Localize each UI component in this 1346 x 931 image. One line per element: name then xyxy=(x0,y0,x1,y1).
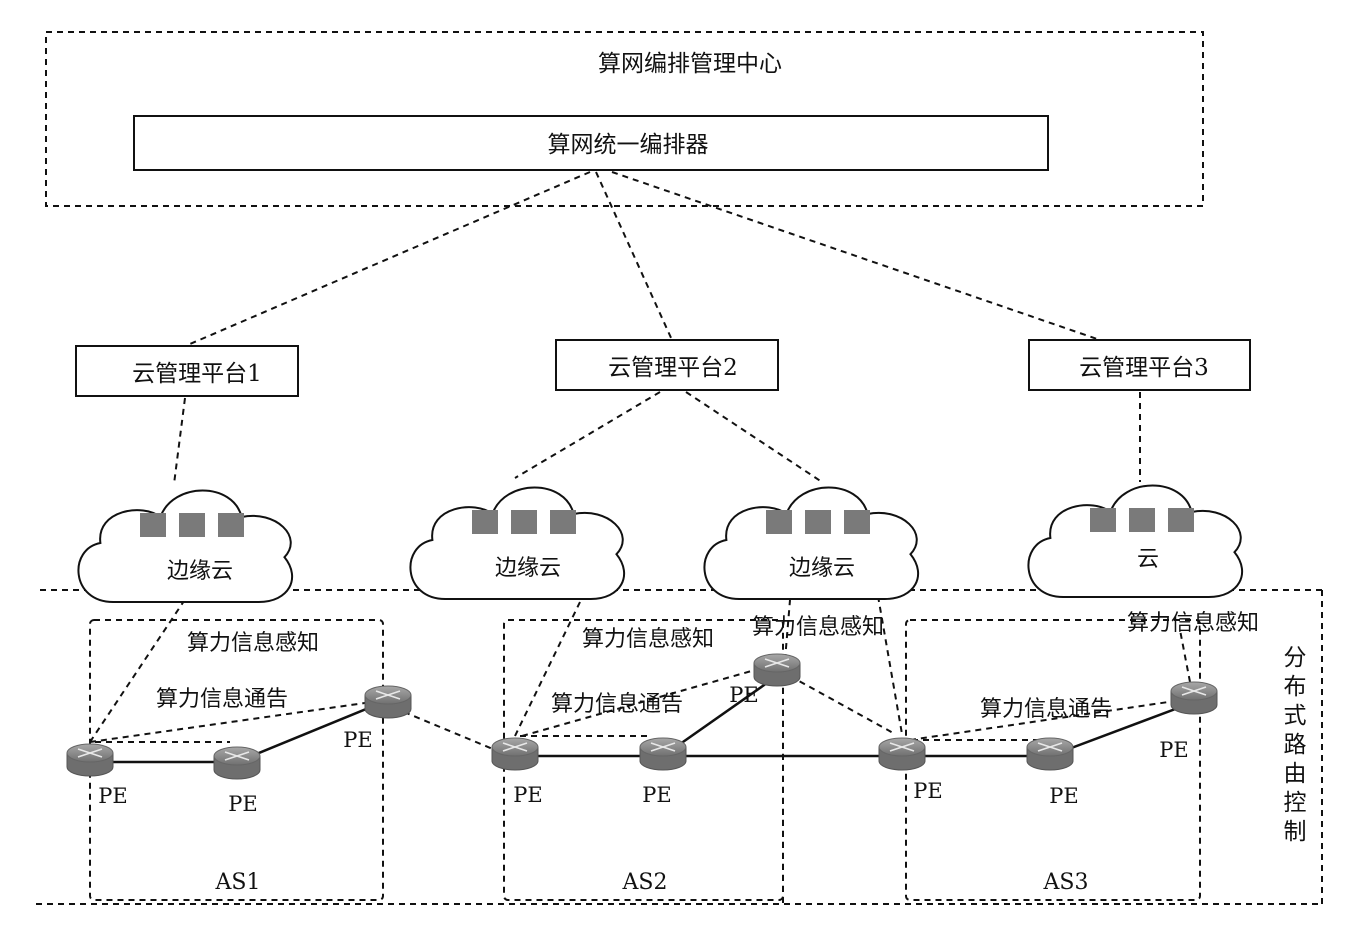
pe-router-8: PE xyxy=(1026,737,1079,808)
cloud-label: 边缘云 xyxy=(789,556,855,581)
server-block xyxy=(1168,508,1194,532)
server-block xyxy=(1129,508,1155,532)
router-label: PE xyxy=(228,792,257,816)
routing-domain-label-char: 控 xyxy=(1284,790,1307,816)
management-center-title: 算网编排管理中心 xyxy=(598,51,782,77)
router-label: PE xyxy=(98,784,127,808)
pe-router-9: PE xyxy=(1159,681,1218,762)
orchestrator-links xyxy=(189,171,1101,345)
router-label: PE xyxy=(513,783,542,807)
cloud-shape xyxy=(1027,484,1244,598)
router-arrows-icon xyxy=(1181,686,1207,696)
cloud-platform-1-box xyxy=(75,345,299,397)
cloud-platform-3-label: 云管理平台3 xyxy=(1079,355,1209,381)
router-label: PE xyxy=(343,728,372,752)
cloud-3: 边缘云 xyxy=(703,486,920,600)
router-arrows-icon xyxy=(889,742,915,752)
router-arrows-icon xyxy=(502,742,528,752)
router-arrows-icon xyxy=(224,751,250,761)
routing-domain-label-char: 式 xyxy=(1284,703,1307,729)
logical-links xyxy=(89,591,1191,904)
server-block xyxy=(1090,508,1116,532)
server-block xyxy=(218,513,244,537)
cloud-platform-2-label: 云管理平台2 xyxy=(608,355,738,381)
routing-domain-label-char: 布 xyxy=(1284,674,1307,700)
router-arrows-icon xyxy=(375,690,401,700)
server-block xyxy=(472,510,498,534)
as2-label: AS2 xyxy=(622,870,668,895)
server-block xyxy=(766,510,792,534)
router-arrows-icon xyxy=(764,658,790,668)
server-block xyxy=(805,510,831,534)
cloud-shape xyxy=(703,486,920,600)
as1-perception-label: 算力信息感知 xyxy=(187,631,319,656)
pe-router-5: PE xyxy=(639,737,687,807)
cloud-2: 边缘云 xyxy=(409,486,626,600)
pe-router-1: PE xyxy=(66,743,128,808)
cloud-shape xyxy=(409,486,626,600)
as3-label: AS3 xyxy=(1043,870,1089,895)
as2-notification-label: 算力信息通告 xyxy=(551,692,683,717)
router-group: PE PE PE PE PE PE PE PE PE xyxy=(66,653,1218,816)
orchestrator-label: 算网统一编排器 xyxy=(548,132,709,158)
cloud-platform-3-box xyxy=(1028,339,1251,391)
router-label: PE xyxy=(1049,784,1078,808)
router-arrows-icon xyxy=(77,748,103,758)
router-label: PE xyxy=(642,783,671,807)
cloud-platform-1-label: 云管理平台1 xyxy=(132,361,262,387)
cloud-label: 边缘云 xyxy=(167,559,233,584)
as3-notification-label: 算力信息通告 xyxy=(980,697,1112,722)
routing-domain-label-char: 分 xyxy=(1284,645,1307,671)
as1-notification-label: 算力信息通告 xyxy=(156,687,288,712)
cloud-4: 云 xyxy=(1027,484,1244,598)
pe-router-2: PE xyxy=(213,746,261,816)
cloud-platform-2-box xyxy=(555,339,779,391)
as3-frame xyxy=(905,619,1201,901)
router-arrows-icon xyxy=(650,742,676,752)
management-center-frame xyxy=(45,31,1204,207)
routing-domain-label-char: 制 xyxy=(1284,819,1307,845)
router-arrows-icon xyxy=(1037,742,1063,752)
as2b-perception-label: 算力信息感知 xyxy=(752,615,884,640)
cloud-shape xyxy=(77,489,294,603)
pe-router-6: PE xyxy=(729,653,801,707)
cloud-group: 边缘云 边缘云 边缘云 云 xyxy=(77,484,1244,603)
cloud-label: 边缘云 xyxy=(495,556,561,581)
pe-router-4: PE xyxy=(491,737,543,807)
server-block xyxy=(550,510,576,534)
routing-domain-label-char: 路 xyxy=(1284,732,1307,758)
pe-router-3: PE xyxy=(343,685,412,752)
server-block xyxy=(844,510,870,534)
server-block xyxy=(140,513,166,537)
cloud-1: 边缘云 xyxy=(77,489,294,603)
router-label: PE xyxy=(913,779,942,803)
as1-label: AS1 xyxy=(215,870,261,895)
platform-cloud-links xyxy=(173,391,1141,485)
router-label: PE xyxy=(729,683,758,707)
routing-domain-label-char: 由 xyxy=(1284,761,1307,787)
server-block xyxy=(179,513,205,537)
as2-perception-label: 算力信息感知 xyxy=(582,627,714,652)
pe-router-7: PE xyxy=(878,737,943,803)
orchestrator-box xyxy=(133,115,1049,171)
cloud-label: 云 xyxy=(1137,547,1159,572)
as3-perception-label: 算力信息感知 xyxy=(1127,611,1259,636)
router-label: PE xyxy=(1159,738,1188,762)
server-block xyxy=(511,510,537,534)
